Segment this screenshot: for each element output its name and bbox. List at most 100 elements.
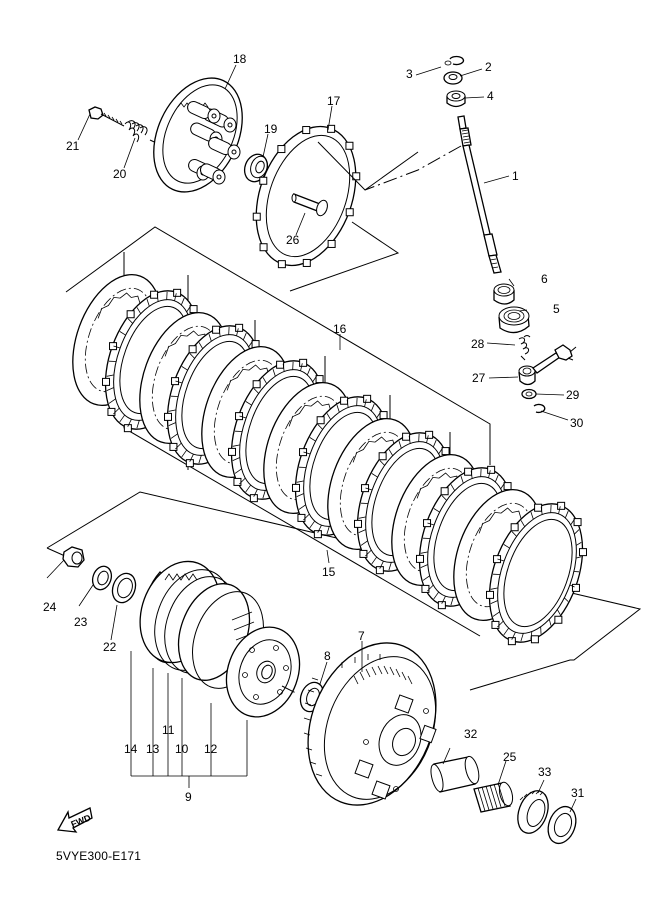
callout-6[interactable]: 6	[541, 272, 548, 286]
callout-15[interactable]: 15	[322, 565, 336, 579]
part-21-bolt[interactable]	[88, 106, 125, 127]
part-25-needle-bearing[interactable]	[473, 781, 515, 813]
clutch-plate-stack	[72, 274, 600, 655]
callout-1[interactable]: 1	[512, 169, 519, 183]
part-29-washer[interactable]	[521, 388, 537, 400]
callout-2[interactable]: 2	[485, 60, 492, 74]
friction-tab	[464, 467, 473, 476]
callout-7[interactable]: 7	[358, 629, 365, 643]
callout-21[interactable]: 21	[66, 139, 80, 153]
friction-tab	[375, 566, 384, 575]
friction-tab	[150, 290, 159, 299]
part-7-clutch-housing[interactable]	[285, 624, 459, 825]
leader-lines	[46, 64, 577, 813]
callout-25[interactable]: 25	[503, 750, 517, 764]
friction-tab	[292, 483, 301, 492]
part-3-circlip[interactable]	[444, 55, 465, 66]
friction-tab	[212, 325, 221, 334]
part-5-oil-seal[interactable]	[498, 306, 530, 334]
callout-23[interactable]: 23	[74, 615, 88, 629]
friction-tab	[235, 323, 244, 332]
axis-line	[364, 145, 462, 191]
friction-tab	[530, 635, 539, 644]
part-26-short-push-rod[interactable]	[291, 193, 329, 217]
callout-5[interactable]: 5	[553, 302, 560, 316]
callout-30[interactable]: 30	[570, 416, 584, 430]
friction-tab	[109, 342, 118, 351]
part-32-spacer[interactable]	[429, 755, 482, 793]
callout-11[interactable]: 11	[162, 723, 175, 737]
friction-tab	[345, 141, 354, 150]
callout-8[interactable]: 8	[324, 649, 331, 663]
callout-13[interactable]: 13	[146, 742, 160, 756]
part-23-lock-washer[interactable]	[89, 564, 114, 593]
callout-27[interactable]: 27	[472, 371, 486, 385]
part-17-friction-plate[interactable]	[238, 113, 374, 280]
friction-tab	[425, 430, 434, 439]
axis-line	[281, 685, 299, 695]
friction-tab	[363, 394, 372, 403]
friction-tab	[416, 554, 425, 563]
part-18-pressure-plate[interactable]	[136, 64, 259, 207]
callout-labels: 18 21 20 19 17 26 3 2 4 1 6 5 28 27 29 3…	[43, 52, 585, 804]
part-9-clutch-boss-assembly[interactable]	[127, 550, 312, 727]
part-30-circlip[interactable]	[533, 403, 546, 414]
callout-32[interactable]: 32	[464, 727, 478, 741]
friction-tab	[277, 145, 286, 154]
callout-20[interactable]: 20	[113, 167, 127, 181]
callout-14[interactable]: 14	[124, 742, 138, 756]
friction-tab	[277, 260, 286, 269]
friction-tab	[233, 477, 242, 486]
part-6-bearing[interactable]	[493, 283, 515, 305]
friction-tab	[441, 447, 450, 456]
callout-18[interactable]: 18	[233, 52, 247, 66]
friction-tab	[315, 375, 324, 384]
callout-3[interactable]: 3	[406, 67, 413, 81]
part-33-gear[interactable]	[512, 787, 553, 838]
part-24-nut[interactable]	[62, 546, 85, 568]
friction-tab	[259, 243, 268, 252]
callout-33[interactable]: 33	[538, 765, 552, 779]
callout-31[interactable]: 31	[571, 786, 585, 800]
friction-tab	[302, 258, 311, 267]
friction-tab	[421, 584, 430, 593]
callout-22[interactable]: 22	[103, 640, 117, 654]
friction-plate[interactable]	[472, 491, 600, 655]
friction-tab	[507, 637, 516, 646]
callout-29[interactable]: 29	[566, 388, 580, 402]
part-28-spring[interactable]	[518, 335, 531, 361]
callout-10[interactable]: 10	[175, 742, 189, 756]
part-22-washer[interactable]	[109, 570, 140, 606]
friction-tab	[440, 487, 449, 496]
callout-24[interactable]: 24	[43, 600, 57, 614]
friction-tab	[554, 615, 563, 624]
part-1-shaft[interactable]	[457, 115, 502, 274]
part-2-washer[interactable]	[443, 71, 463, 85]
callout-17[interactable]: 17	[327, 94, 341, 108]
part-27-push-lever[interactable]	[518, 344, 577, 386]
friction-tab	[188, 345, 197, 354]
friction-tab	[327, 124, 336, 133]
callout-9[interactable]: 9	[185, 790, 192, 804]
friction-tab	[345, 208, 354, 217]
callout-12[interactable]: 12	[204, 742, 218, 756]
part-4-nut[interactable]	[446, 90, 466, 108]
callout-19[interactable]: 19	[264, 122, 278, 136]
friction-tab	[299, 358, 308, 367]
callout-4[interactable]: 4	[487, 89, 494, 103]
friction-tab	[437, 601, 446, 610]
friction-tab	[235, 412, 244, 421]
callout-28[interactable]: 28	[471, 337, 485, 351]
friction-tab	[299, 448, 308, 457]
friction-tab	[327, 239, 336, 248]
friction-tab	[171, 377, 180, 386]
callout-26[interactable]: 26	[286, 233, 300, 247]
friction-tab	[173, 288, 182, 297]
part-20-spring[interactable]	[124, 120, 148, 143]
callout-16[interactable]: 16	[333, 322, 347, 336]
friction-tab	[378, 452, 387, 461]
part-31-thrust-washer[interactable]	[543, 803, 580, 848]
friction-tab	[534, 503, 543, 512]
friction-tab	[402, 432, 411, 441]
